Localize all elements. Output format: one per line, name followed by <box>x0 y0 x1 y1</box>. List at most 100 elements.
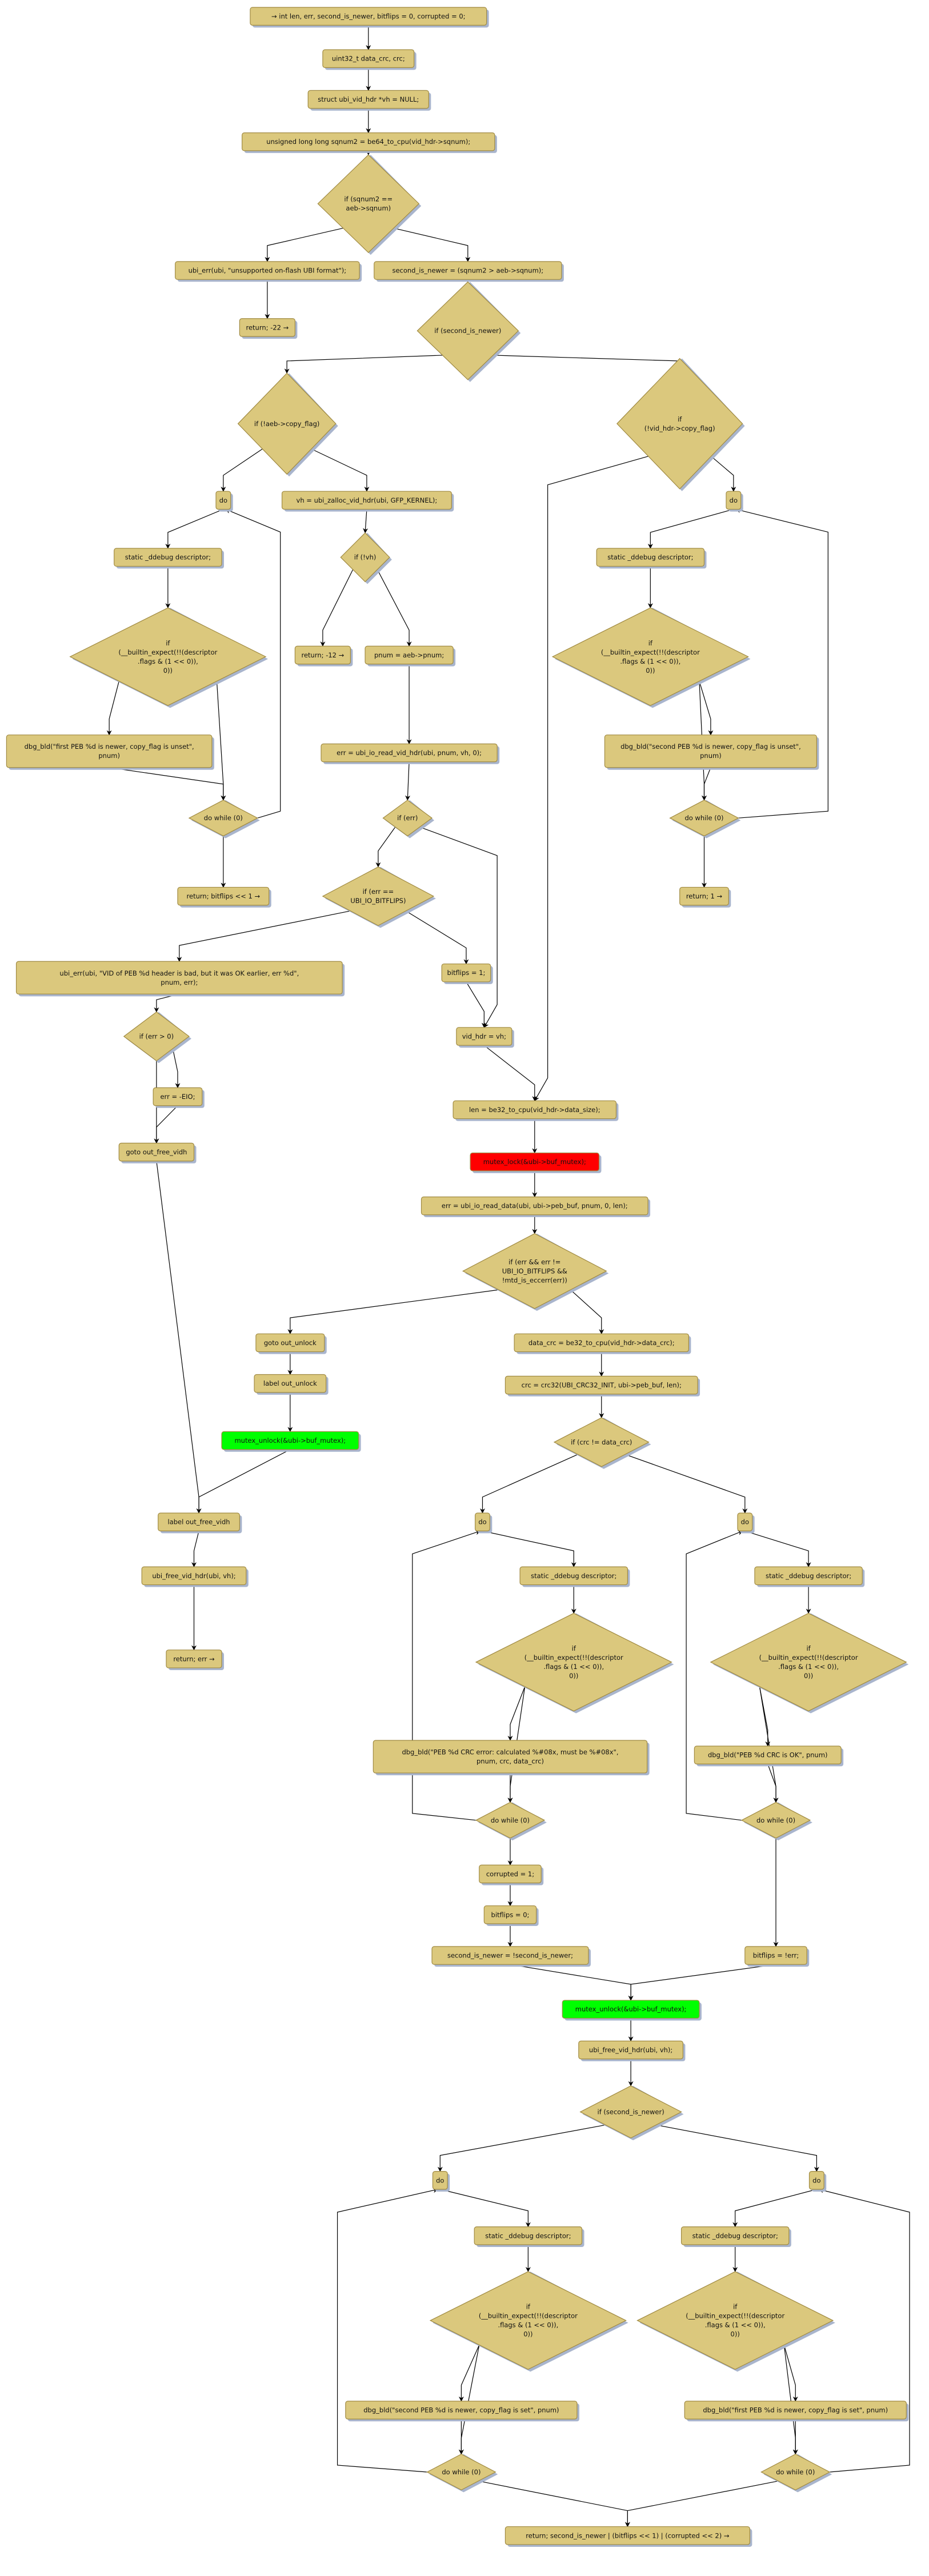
statement-node-n6: second_is_newer = (sqnum2 > aeb->sqnum); <box>374 261 564 282</box>
node-label-line: do <box>436 2176 444 2184</box>
statement-node-n46: do <box>432 2171 450 2192</box>
node-shape <box>242 132 495 151</box>
node-shape <box>483 1905 537 1924</box>
edge-n43-n44 <box>628 1964 776 2001</box>
edge-n17-d10 <box>701 767 711 801</box>
statement-node-n15: dbg_bld("first PEB %d is newer, copy_fla… <box>6 735 214 770</box>
node-label-line: → int len, err, second_is_newer, bitflip… <box>271 13 466 21</box>
node-label: do <box>436 2176 444 2184</box>
node-label: do <box>741 1518 749 1526</box>
node-shape <box>294 645 351 665</box>
edge-d19-n47 <box>656 2124 819 2172</box>
edge-n9-d5 <box>363 509 369 533</box>
edge-d20-d22 <box>458 2345 480 2455</box>
node-label-line: if (err) <box>397 814 418 822</box>
edge-n15-d8 <box>109 767 226 801</box>
decision-node-d12: if (err > 0) <box>123 1011 191 1064</box>
edge-d20-n50 <box>458 2345 480 2402</box>
node-shape <box>475 1612 672 1712</box>
node-label: label out_free_vidh <box>168 1518 230 1526</box>
node-label-line: do <box>478 1518 486 1526</box>
node-label-line: return; err → <box>173 1655 215 1663</box>
statement-node-n2: uint32_t data_crc, crc; <box>322 49 417 70</box>
edge-d10-n10 <box>735 508 828 818</box>
decision-node-d21: if(__builtin_expect(!!(descriptor.flags … <box>636 2271 835 2372</box>
node-label-line: return; second_is_newer | (bitflips << 1… <box>526 2531 730 2539</box>
node-label-line: mutex_lock(&ubi->buf_mutex); <box>483 1158 586 1166</box>
node-label: do <box>478 1518 486 1526</box>
statement-node-n39: dbg_bld("PEB %d CRC is OK", pnum) <box>694 1746 844 1767</box>
edge-d3-n8 <box>221 448 263 492</box>
node-label: if (crc != data_crc) <box>571 1438 632 1446</box>
node-label-line: do <box>741 1518 749 1526</box>
edge-d1-n6 <box>393 227 471 262</box>
node-shape <box>345 2401 578 2419</box>
node-label-line: 0)) <box>804 1672 813 1680</box>
node-shape <box>519 1566 628 1586</box>
node-label-line: do while (0) <box>204 814 243 822</box>
edge-d6-n15 <box>106 681 119 736</box>
statement-node-n20: return; 1 → <box>679 886 731 908</box>
edge-d21-d23 <box>783 2345 798 2455</box>
node-label: static _ddebug descriptor; <box>125 553 211 561</box>
node-label-line: .flags & (1 << 0)), <box>498 2321 558 2329</box>
node-shape <box>726 491 742 510</box>
node-label-line: if (second_is_newer) <box>434 327 501 335</box>
node-label: ubi_err(ubi, "unsupported on-flash UBI f… <box>189 267 347 275</box>
node-label: err = ubi_io_read_vid_hdr(ubi, pnum, vh,… <box>337 749 482 757</box>
decision-node-d4: if(!vid_hdr->copy_flag) <box>616 358 745 491</box>
decision-node-d18: do while (0) <box>740 1801 812 1841</box>
edge-d21-n51 <box>783 2345 798 2402</box>
node-label: second_is_newer = !second_is_newer; <box>447 1952 573 1960</box>
node-shape <box>553 1417 650 1467</box>
decision-node-d20: if(__builtin_expect(!!(descriptor.flags … <box>429 2271 628 2372</box>
edge-d7-n17 <box>699 681 714 736</box>
statement-node-n31: label out_free_vidh <box>158 1512 242 1534</box>
node-label-line: if <box>166 639 170 647</box>
node-label-line: 0)) <box>523 2330 532 2338</box>
statement-node-n51: dbg_bld("first PEB %d is newer, copy_fla… <box>684 2401 909 2422</box>
node-label: struct ubi_vid_hdr *vh = NULL; <box>318 95 419 103</box>
node-shape <box>475 1801 546 1839</box>
node-label: err = -EIO; <box>160 1093 195 1101</box>
statement-node-n23: err = -EIO; <box>153 1087 205 1108</box>
statement-node-n19: ubi_err(ubi, "VID of PEB %d header is ba… <box>15 961 345 997</box>
node-label-line: bitflips = 1; <box>447 969 486 977</box>
statement-node-lock: mutex_lock(&ubi->buf_mutex); <box>470 1152 602 1173</box>
statement-node-n45: ubi_free_vid_hdr(ubi, vh); <box>578 2040 686 2061</box>
node-label: if (!aeb->copy_flag) <box>254 420 320 428</box>
node-label: dbg_bld("PEB %d CRC is OK", pnum) <box>708 1751 828 1759</box>
decision-node-d19: if (second_is_newer) <box>579 2085 684 2141</box>
node-label: if(__builtin_expect(!!(descriptor.flags … <box>759 1644 858 1680</box>
node-label-line: err = ubi_io_read_data(ubi, ubi->peb_buf… <box>442 1202 628 1210</box>
node-label-line: data_crc = be32_to_cpu(vid_hdr->data_crc… <box>528 1339 675 1347</box>
edge-n16-d9 <box>405 761 411 801</box>
edge-n46-n48 <box>440 2189 531 2228</box>
node-label-line: mutex_unlock(&ubi->buf_mutex); <box>234 1437 346 1445</box>
node-label: return; bitflips << 1 → <box>187 892 261 900</box>
statement-node-n36: static _ddebug descriptor; <box>754 1566 865 1587</box>
node-shape <box>6 735 213 768</box>
statement-node-n41: bitflips = 0; <box>483 1905 539 1926</box>
node-shape <box>123 1011 190 1062</box>
node-shape <box>322 866 435 926</box>
edge-d23-n47 <box>818 2188 910 2473</box>
node-label-line: uint32_t data_crc, crc; <box>332 55 405 63</box>
node-label: do <box>730 496 738 504</box>
statement-node-n10: do <box>726 491 743 512</box>
decision-node-d10: do while (0) <box>669 800 741 838</box>
node-shape <box>474 2226 583 2245</box>
node-shape <box>188 800 259 837</box>
node-shape <box>760 2453 831 2491</box>
edge-d13-n27 <box>570 1289 604 1335</box>
statement-node-n12: static _ddebug descriptor; <box>596 548 707 569</box>
node-shape <box>365 645 454 665</box>
node-shape <box>237 372 337 475</box>
node-label-line: if (err && err != <box>508 1258 560 1266</box>
node-label-line: dbg_bld("second PEB %d is newer, copy_fl… <box>363 2406 559 2414</box>
node-shape <box>426 2453 496 2491</box>
node-label: dbg_bld("first PEB %d is newer, copy_fla… <box>703 2406 888 2414</box>
node-label: data_crc = be32_to_cpu(vid_hdr->data_crc… <box>528 1339 675 1347</box>
node-label-line: UBI_IO_BITFLIPS) <box>350 897 406 905</box>
node-label-line: struct ubi_vid_hdr *vh = NULL; <box>318 95 419 103</box>
